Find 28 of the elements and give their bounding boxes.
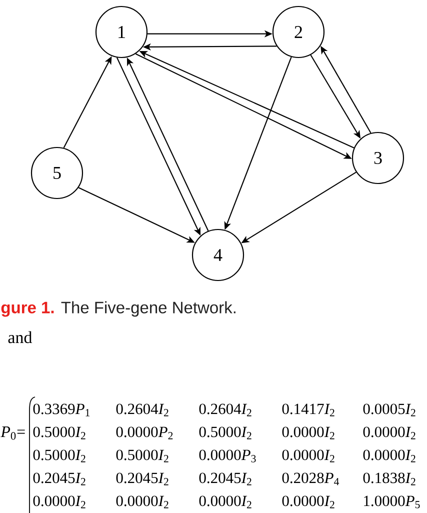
matrix-entry: 0.0000I$_{2}$ — [282, 450, 334, 462]
matrix-entry: 0.1838I$_{2}$ — [363, 472, 416, 486]
matrix-entry: 0.2045I$_{2}$ — [33, 472, 86, 486]
matrix-entry: 0.5000I$_{2}$ — [33, 450, 86, 462]
matrix-symbol: P$_{0}$= — [0, 426, 25, 440]
matrix-entry: 0.0000I$_{2}$ — [282, 426, 334, 440]
matrix-entry: 0.1417I$_{2}$ — [282, 404, 334, 416]
matrix-entry: 0.0000P$_{2}$ — [116, 426, 173, 440]
figure-caption: gure 1. The Five-gene Network. — [1, 301, 236, 317]
matrix-entry: 1.0000P$_{5}$ — [364, 496, 420, 508]
matrix-entry: 0.0005I$_{2}$ — [363, 404, 416, 416]
matrix-entry: 0.3369P$_{1}$ — [33, 404, 90, 416]
matrix-entry: 0.2045I$_{2}$ — [199, 472, 252, 486]
matrix-entry: 0.5000I$_{2}$ — [116, 450, 168, 462]
matrix-entry: 0.5000I$_{2}$ — [33, 426, 86, 440]
matrix-entry: 0.0000I$_{2}$ — [363, 450, 416, 462]
matrix-entry: 0.2604I$_{2}$ — [116, 404, 168, 416]
matrix-entry: 0.0000I$_{2}$ — [33, 496, 86, 508]
matrix-entry: 0.0000I$_{2}$ — [116, 496, 168, 508]
matrix-entry: 0.0000I$_{2}$ — [199, 496, 252, 508]
matrix-entry: 0.2604I$_{2}$ — [199, 404, 252, 416]
matrix-entry: 0.2028P$_{4}$ — [282, 472, 340, 486]
matrix-entry: 0.5000I$_{2}$ — [199, 426, 252, 440]
matrix-entry: 0.0000I$_{2}$ — [282, 496, 334, 508]
matrix-entry: 0.2045I$_{2}$ — [116, 472, 168, 486]
text-line: and — [8, 331, 32, 344]
matrix-entry: 0.0000P$_{3}$ — [199, 450, 256, 462]
matrix-entry: 0.0000I$_{2}$ — [363, 426, 416, 440]
